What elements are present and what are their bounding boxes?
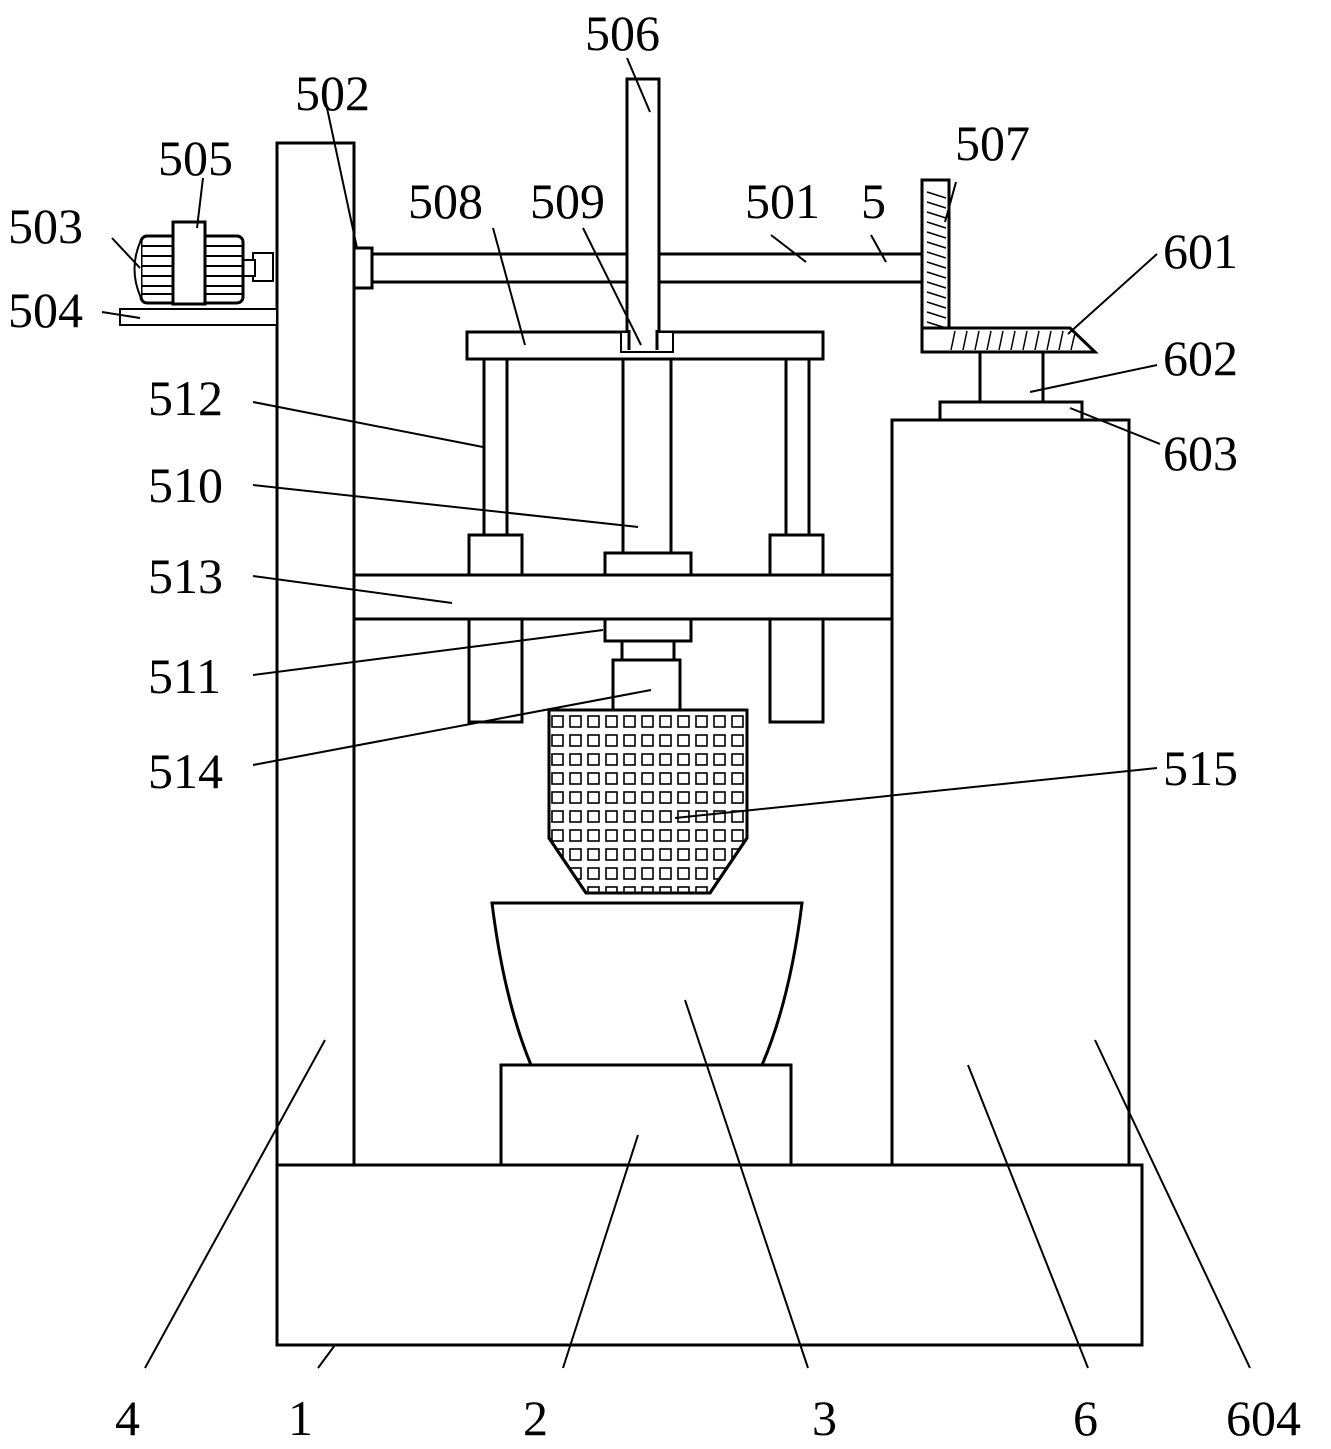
- label-6: 6: [1073, 1390, 1098, 1446]
- label-504: 504: [8, 282, 83, 338]
- motor-center-block: [171, 220, 207, 306]
- gear-teeth-horizontal: [950, 330, 1076, 351]
- bowl: [490, 901, 804, 1067]
- spindle-bearing: [603, 617, 693, 643]
- label-510: 510: [148, 457, 223, 513]
- spindle-neck: [620, 639, 676, 663]
- label-505: 505: [158, 130, 233, 186]
- label-511: 511: [148, 648, 221, 704]
- guide-sleeve-right-top: [768, 533, 825, 577]
- label-601: 601: [1163, 223, 1238, 279]
- shaft-seat: [938, 400, 1084, 422]
- coupling-stub: [242, 259, 256, 277]
- motor-support-plate: [119, 308, 278, 326]
- bevel-gear-vertical: [920, 178, 951, 354]
- label-1: 1: [288, 1390, 313, 1446]
- label-512: 512: [148, 370, 223, 426]
- label-509: 509: [530, 173, 605, 229]
- label-506: 506: [585, 5, 660, 61]
- crossbar: [352, 573, 894, 621]
- motor-end-cap: [133, 239, 142, 299]
- label-4: 4: [115, 1390, 140, 1446]
- mesh-basket-outline: [547, 708, 749, 895]
- spindle-collar-top: [603, 551, 693, 577]
- label-515: 515: [1163, 740, 1238, 796]
- rod-tip: [629, 330, 657, 350]
- pedestal: [499, 1063, 793, 1167]
- label-514: 514: [148, 743, 223, 799]
- label-3: 3: [812, 1390, 837, 1446]
- left-column: [275, 141, 356, 1167]
- label-501: 501: [745, 173, 820, 229]
- spindle-connector: [611, 658, 682, 714]
- label-604: 604: [1226, 1390, 1301, 1446]
- vertical-rod: [625, 77, 661, 354]
- label-508: 508: [408, 173, 483, 229]
- shaft-bearing: [352, 246, 374, 290]
- leader-lines: [101, 57, 1251, 1369]
- label-602: 602: [1163, 330, 1238, 386]
- base-plate: [275, 1163, 1144, 1347]
- bevel-gear-horizontal: [920, 326, 1099, 354]
- guide-sleeve-right-bottom: [768, 617, 825, 724]
- mesh-pattern: [549, 710, 747, 893]
- label-2: 2: [523, 1390, 548, 1446]
- label-603: 603: [1163, 425, 1238, 481]
- label-513: 513: [148, 548, 223, 604]
- guide-rod-right: [784, 357, 811, 539]
- label-507: 507: [955, 115, 1030, 171]
- label-503: 503: [8, 198, 83, 254]
- output-shaft: [978, 350, 1045, 404]
- gear-teeth-vertical: [926, 191, 947, 339]
- right-housing: [890, 418, 1131, 1167]
- label-5: 5: [861, 173, 886, 229]
- center-spindle: [621, 357, 673, 557]
- guide-sleeve-left-bottom: [467, 617, 524, 724]
- guide-sleeve-left-top: [467, 533, 524, 577]
- label-502: 502: [295, 65, 370, 121]
